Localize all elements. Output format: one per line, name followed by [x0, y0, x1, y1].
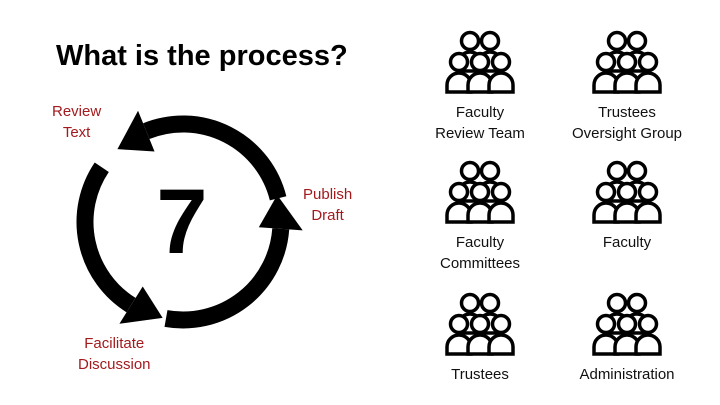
people-group-icon: [592, 160, 662, 224]
group-label-line: Faculty: [602, 234, 652, 251]
center-number: 7: [156, 171, 208, 273]
arrow-arc: [164, 228, 290, 329]
step-label-line: Discussion: [78, 356, 151, 373]
slide-title: What is the process?: [56, 40, 348, 72]
group-label-line: Oversight Group: [571, 125, 683, 142]
group-label-line: Trustees: [451, 366, 509, 383]
arrow-to-publish-draft: [164, 194, 303, 329]
people-group-icon: [445, 292, 515, 356]
cycle-arrows-diagram: [76, 110, 303, 329]
group-label-line: Trustees: [598, 104, 656, 121]
step-facilitate-discussion: Facilitate Discussion: [78, 333, 151, 375]
step-publish-draft: Publish Draft: [303, 184, 352, 226]
step-label-line: Publish: [303, 186, 353, 203]
arrowhead-icon: [258, 194, 303, 231]
arrow-arc: [143, 115, 287, 201]
arrow-to-facilitate-discussion: [76, 162, 163, 324]
arrow-to-review-text: [117, 110, 287, 201]
arrowhead-icon: [119, 286, 163, 324]
people-group-icon: [592, 292, 662, 356]
group-label-line: Faculty: [455, 234, 505, 251]
step-label-line: Review: [52, 103, 102, 120]
group-label-line: Review Team: [435, 125, 525, 142]
group-faculty: Faculty: [552, 160, 702, 253]
people-group-icon: [445, 30, 515, 94]
step-label-line: Facilitate: [84, 335, 145, 352]
group-trustees: Trustees: [405, 292, 555, 385]
group-label-line: Committees: [439, 255, 521, 272]
group-administration: Administration: [552, 292, 702, 385]
arrow-arc: [76, 162, 136, 313]
group-label-line: Administration: [579, 366, 675, 383]
people-group-icon: [445, 160, 515, 224]
step-review-text: Review Text: [52, 101, 101, 143]
step-label-line: Text: [62, 124, 91, 141]
people-group-icon: [592, 30, 662, 94]
arrowhead-icon: [117, 110, 155, 152]
step-label-line: Draft: [311, 207, 344, 224]
group-label-line: Faculty: [455, 104, 505, 121]
